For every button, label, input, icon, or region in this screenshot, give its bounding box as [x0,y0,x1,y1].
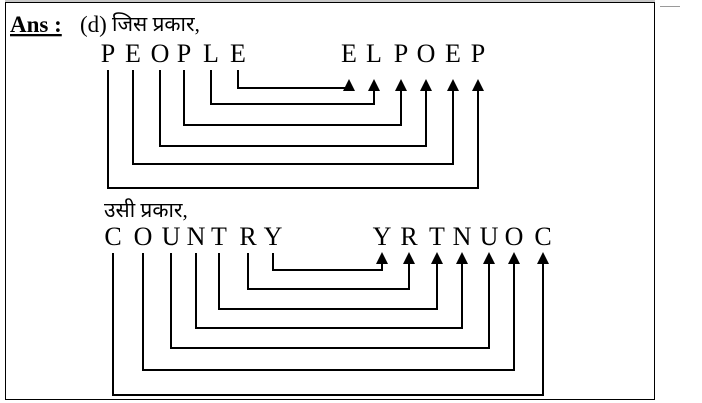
country-arrow-head-2 [483,252,495,264]
people-arrow-head-1 [447,79,459,91]
country-arrow-head-1 [508,252,520,264]
people-arrow-head-3 [395,79,407,91]
people-connector-1 [132,70,454,165]
country-left-letter-1: O [134,222,153,251]
answer-frame [5,2,655,400]
people-right-letter-4: E [445,39,461,68]
country-right-letter-0: Y [373,222,392,251]
people-connector-3 [183,70,402,126]
country-connector-1 [142,253,515,371]
people-right-letter-5: P [471,39,485,68]
country-right-letter-4: U [480,222,499,251]
country-arrow-head-6 [376,252,388,264]
people-arrow-head-2 [420,79,432,91]
people-left-letter-4: L [203,39,219,68]
people-connector-4 [210,70,375,105]
people-connector-5 [237,70,350,90]
country-connector-4 [218,253,438,310]
country-left-letter-3: N [187,222,206,251]
country-arrow-head-5 [403,252,415,264]
country-left-letter-2: U [162,222,181,251]
phrase-usi-prakar: उसी प्रकार, [104,198,188,222]
people-right-letter-1: L [366,39,382,68]
country-right-letter-6: C [534,222,551,251]
country-left-letter-6: Y [264,222,283,251]
people-right-letter-0: E [341,39,357,68]
country-connector-5 [247,253,410,290]
phrase-jis-prakar: जिस प्रकार, [112,12,200,36]
answer-option: (d) [80,12,107,37]
people-arrow-head-0 [472,79,484,91]
people-right-letter-3: O [417,39,436,68]
country-arrow-head-0 [537,252,549,264]
country-left-letter-5: R [239,222,257,251]
country-connector-3 [195,253,463,329]
country-right-letter-3: N [453,222,472,251]
window-top-strip [5,0,655,3]
people-left-letter-3: P [177,39,191,68]
scrollbar-stub [660,0,680,7]
people-left-letter-0: P [101,39,115,68]
country-right-letter-1: R [400,222,418,251]
people-right-letter-2: P [394,39,408,68]
people-connector-2 [159,70,427,147]
country-arrow-head-4 [431,252,443,264]
country-left-letter-4: T [211,222,227,251]
people-left-letter-1: E [125,39,141,68]
country-connector-6 [272,253,383,271]
country-connector-2 [170,253,490,349]
country-left-letter-0: C [104,222,121,251]
country-right-letter-5: O [505,222,524,251]
people-arrow-head-4 [368,79,380,91]
country-right-letter-2: T [429,222,445,251]
people-arrow-head-5 [343,79,355,91]
people-left-letter-5: E [230,39,246,68]
people-connector-0 [107,70,479,189]
answer-label: Ans : [10,12,62,37]
country-arrow-head-3 [456,252,468,264]
people-left-letter-2: O [151,39,170,68]
country-connector-0 [112,253,544,396]
